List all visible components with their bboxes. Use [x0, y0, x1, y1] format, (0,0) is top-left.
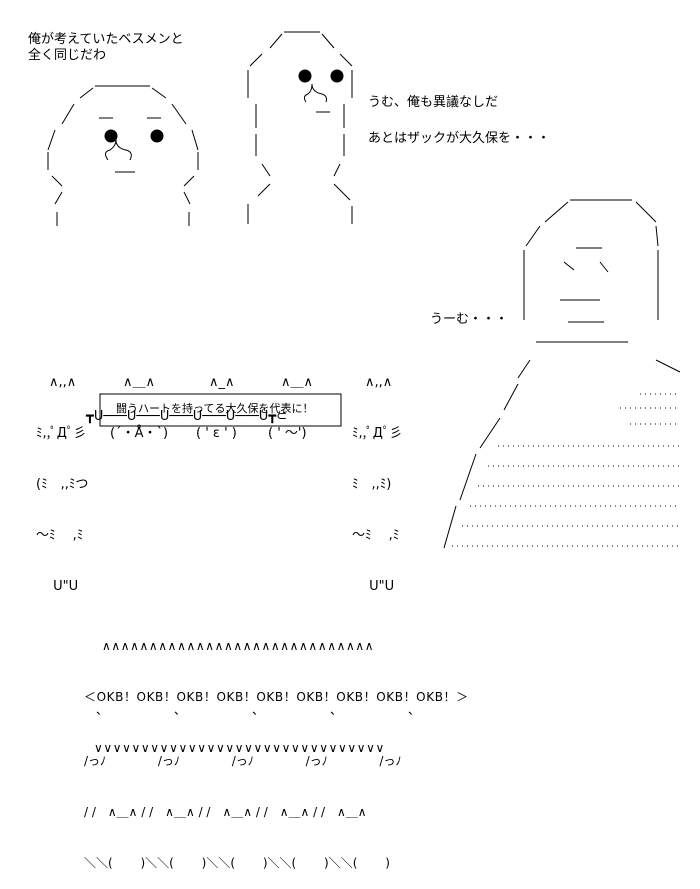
tall-right-eye: [330, 69, 344, 83]
cheer-cat-right: ∧,,∧ ﾐ,,ﾟДﾟ彡 ﾐ ,,ﾐ) ～ﾐ ,ﾐ U"U: [352, 375, 403, 594]
bottom-crowd: 、 、 、 、 、 /っﾉ /っﾉ /っﾉ /っﾉ /っﾉ / / ∧＿∧ / …: [84, 703, 421, 870]
tall-left-eye: [298, 69, 312, 83]
cheer-face-2: ∧＿∧ (´・Å・`): [110, 375, 169, 441]
ascii-art-figures: [47, 31, 681, 549]
left-eye: [104, 129, 118, 143]
cheer-face-3-text: ( ' ε ' ): [196, 426, 237, 441]
cheer-cat-right-face: ﾐ,,ﾟДﾟ彡: [352, 426, 403, 441]
cheer-hands-row: ┳U───U───U───U───U───U┳⊂: [86, 409, 288, 424]
right-eye: [150, 129, 164, 143]
reply-line-1: うむ、俺も異議なしだ: [368, 95, 499, 110]
thinking-text: うーむ・・・: [430, 312, 509, 327]
okubo-clothing-dots: [452, 393, 680, 547]
character-okubo: [443, 199, 681, 549]
banner-bottom-spikes: ∨∨∨∨∨∨∨∨∨∨∨∨∨∨∨∨∨∨∨∨∨∨∨∨∨∨∨∨∨∨∨: [94, 741, 385, 755]
cheer-face-4-text: ( ' ～'): [268, 426, 307, 441]
character-round-head: [47, 85, 199, 226]
top-caption-line-1: 俺が考えていたベスメンと: [28, 32, 184, 47]
cheer-cat-left-face: ﾐ,,ﾟДﾟ彡: [36, 426, 87, 441]
sign-text: 闘うハートを持ってる大久保を代表に！: [116, 402, 314, 415]
cheer-face-4: ∧＿∧ ( ' ～'): [268, 375, 314, 441]
cheer-face-3: ∧_∧ ( ' ε ' ): [196, 375, 237, 441]
cheer-cat-left: ∧,,∧ ﾐ,,ﾟДﾟ彡 (ﾐ ,,ﾐつ ～ﾐ ,ﾐ U"U: [36, 375, 89, 594]
character-tall-head: [247, 31, 353, 224]
top-caption-line-2: 全く同じだわ: [28, 48, 107, 63]
sign-board: [99, 393, 342, 427]
banner-top-spikes: ∧∧∧∧∧∧∧∧∧∧∧∧∧∧∧∧∧∧∧∧∧∧∧∧∧∧∧∧∧: [102, 639, 375, 653]
okb-banner: ∧∧∧∧∧∧∧∧∧∧∧∧∧∧∧∧∧∧∧∧∧∧∧∧∧∧∧∧∧ ＜OKB！OKB！O…: [84, 604, 469, 774]
banner-chant: ＜OKB！OKB！OKB！OKB！OKB！OKB！OKB！OKB！OKB！＞: [84, 690, 469, 704]
cheer-face-2-text: (´・Å・`): [110, 426, 169, 441]
reply-line-2: あとはザックが大久保を・・・: [368, 131, 551, 146]
